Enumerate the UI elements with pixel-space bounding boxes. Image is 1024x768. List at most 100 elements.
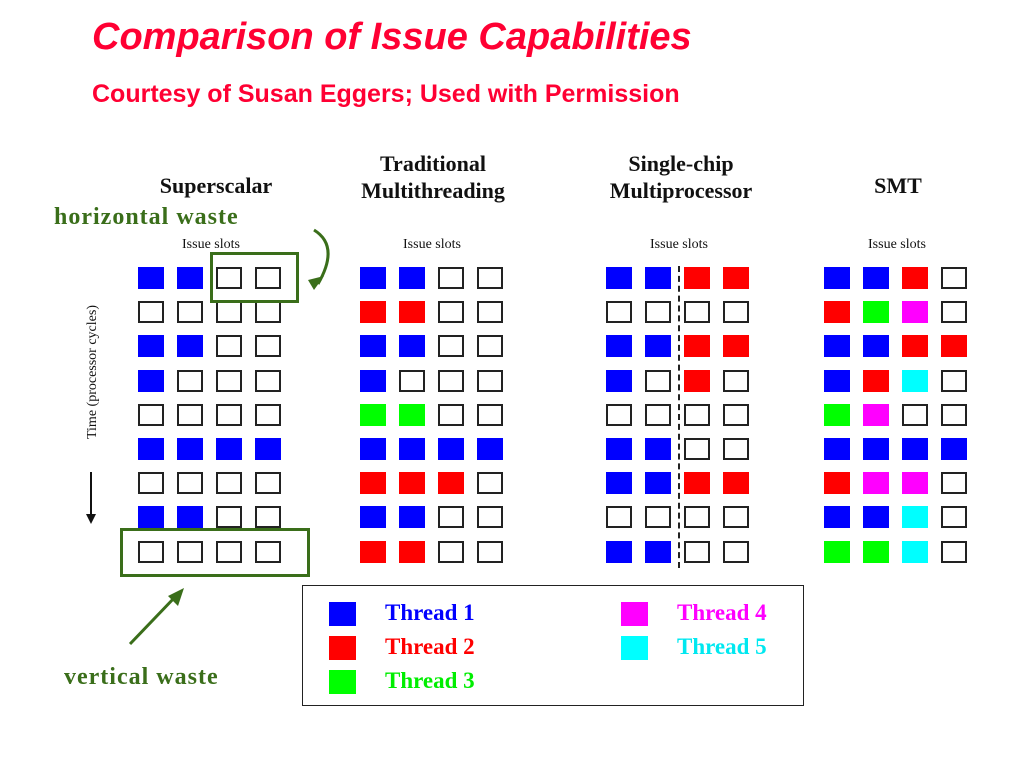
page-title: Comparison of Issue Capabilities xyxy=(92,16,692,58)
issue-slot-empty xyxy=(941,267,967,289)
issue-slot-thread-1 xyxy=(255,438,281,460)
legend-label: Thread 3 xyxy=(385,668,475,693)
issue-slot-empty xyxy=(138,472,164,494)
issue-slot-thread-1 xyxy=(606,541,632,563)
issue-slot-empty xyxy=(941,472,967,494)
issue-slot-thread-2 xyxy=(684,472,710,494)
issue-slot-empty xyxy=(438,541,464,563)
issue-slot-empty xyxy=(438,370,464,392)
issue-slot-thread-4 xyxy=(902,472,928,494)
issue-slot-thread-1 xyxy=(824,438,850,460)
issue-slots-label: Issue slots xyxy=(403,237,461,252)
horizontal-waste-box xyxy=(210,252,299,303)
issue-slot-thread-1 xyxy=(138,506,164,528)
issue-slot-empty xyxy=(723,301,749,323)
issue-slot-thread-1 xyxy=(606,267,632,289)
issue-slot-empty xyxy=(684,404,710,426)
issue-slot-thread-1 xyxy=(863,506,889,528)
issue-slot-empty xyxy=(138,404,164,426)
issue-slot-thread-1 xyxy=(138,370,164,392)
issue-slot-thread-1 xyxy=(606,335,632,357)
issue-slot-empty xyxy=(477,404,503,426)
issue-slot-thread-1 xyxy=(902,438,928,460)
issue-slot-empty xyxy=(216,267,242,289)
issue-slot-thread-2 xyxy=(399,301,425,323)
issue-slot-thread-2 xyxy=(863,370,889,392)
issue-slot-empty xyxy=(138,301,164,323)
issue-slot-thread-2 xyxy=(902,335,928,357)
issue-slot-empty xyxy=(941,506,967,528)
issue-slot-thread-3 xyxy=(824,541,850,563)
issue-slot-thread-1 xyxy=(399,267,425,289)
issue-slot-thread-1 xyxy=(216,438,242,460)
issue-slot-thread-1 xyxy=(360,370,386,392)
horizontal-waste-label: horizontal waste xyxy=(54,204,239,230)
issue-slot-thread-2 xyxy=(684,370,710,392)
issue-slot-empty xyxy=(216,404,242,426)
issue-slot-thread-2 xyxy=(723,267,749,289)
issue-slot-thread-3 xyxy=(399,404,425,426)
issue-slot-thread-2 xyxy=(399,541,425,563)
legend-swatch xyxy=(329,670,356,694)
issue-slot-empty xyxy=(438,404,464,426)
issue-slot-empty xyxy=(723,506,749,528)
issue-slot-thread-1 xyxy=(606,472,632,494)
page-subtitle: Courtesy of Susan Eggers; Used with Perm… xyxy=(92,80,680,108)
time-arrow-icon xyxy=(86,472,96,524)
issue-slot-empty xyxy=(216,370,242,392)
issue-slot-thread-2 xyxy=(438,472,464,494)
issue-slot-thread-3 xyxy=(824,404,850,426)
issue-slot-empty xyxy=(477,335,503,357)
issue-slot-empty xyxy=(216,472,242,494)
panel-title-line: Multiprocessor xyxy=(609,178,753,203)
panel-title-line: Traditional xyxy=(380,151,486,176)
issue-slot-empty xyxy=(477,267,503,289)
issue-slot-empty xyxy=(477,541,503,563)
issue-slot-thread-1 xyxy=(360,438,386,460)
processor-divider-line xyxy=(678,266,680,568)
issue-slot-empty xyxy=(255,472,281,494)
issue-slot-thread-1 xyxy=(645,267,671,289)
issue-slot-thread-1 xyxy=(477,438,503,460)
legend-swatch xyxy=(329,636,356,660)
panel-title-line: Multithreading xyxy=(361,178,505,203)
issue-slot-empty xyxy=(177,404,203,426)
issue-slot-thread-4 xyxy=(863,404,889,426)
issue-slot-empty xyxy=(941,301,967,323)
issue-slot-thread-4 xyxy=(863,472,889,494)
issue-slot-empty xyxy=(606,301,632,323)
issue-slot-thread-1 xyxy=(645,335,671,357)
issue-slot-empty xyxy=(723,438,749,460)
panel-title-traditional-multithreading: Traditional Multithreading xyxy=(322,150,544,204)
issue-slot-empty xyxy=(723,541,749,563)
issue-slot-empty xyxy=(177,472,203,494)
issue-slot-empty xyxy=(684,506,710,528)
legend-label: Thread 4 xyxy=(677,600,767,625)
issue-slot-empty xyxy=(216,301,242,323)
time-axis-label: Time (processor cycles) xyxy=(85,305,100,440)
panel-title-smt: SMT xyxy=(800,172,996,199)
issue-slot-thread-1 xyxy=(824,370,850,392)
issue-slot-empty xyxy=(645,506,671,528)
issue-slot-empty xyxy=(438,506,464,528)
issue-slot-thread-1 xyxy=(360,267,386,289)
issue-slot-empty xyxy=(438,267,464,289)
issue-slot-thread-1 xyxy=(138,267,164,289)
issue-slot-empty xyxy=(941,541,967,563)
issue-slot-empty xyxy=(438,335,464,357)
issue-slot-thread-2 xyxy=(824,301,850,323)
issue-slot-empty xyxy=(216,335,242,357)
issue-slot-thread-2 xyxy=(684,335,710,357)
issue-slots-label: Issue slots xyxy=(868,237,926,252)
issue-slot-empty xyxy=(606,506,632,528)
issue-slot-thread-1 xyxy=(606,370,632,392)
issue-slot-thread-3 xyxy=(360,404,386,426)
issue-slot-empty xyxy=(255,541,281,563)
issue-slot-empty xyxy=(902,404,928,426)
issue-slot-thread-1 xyxy=(177,335,203,357)
issue-slot-empty xyxy=(177,301,203,323)
issue-slots-label: Issue slots xyxy=(650,237,708,252)
issue-slot-empty xyxy=(477,506,503,528)
issue-slot-thread-2 xyxy=(723,472,749,494)
